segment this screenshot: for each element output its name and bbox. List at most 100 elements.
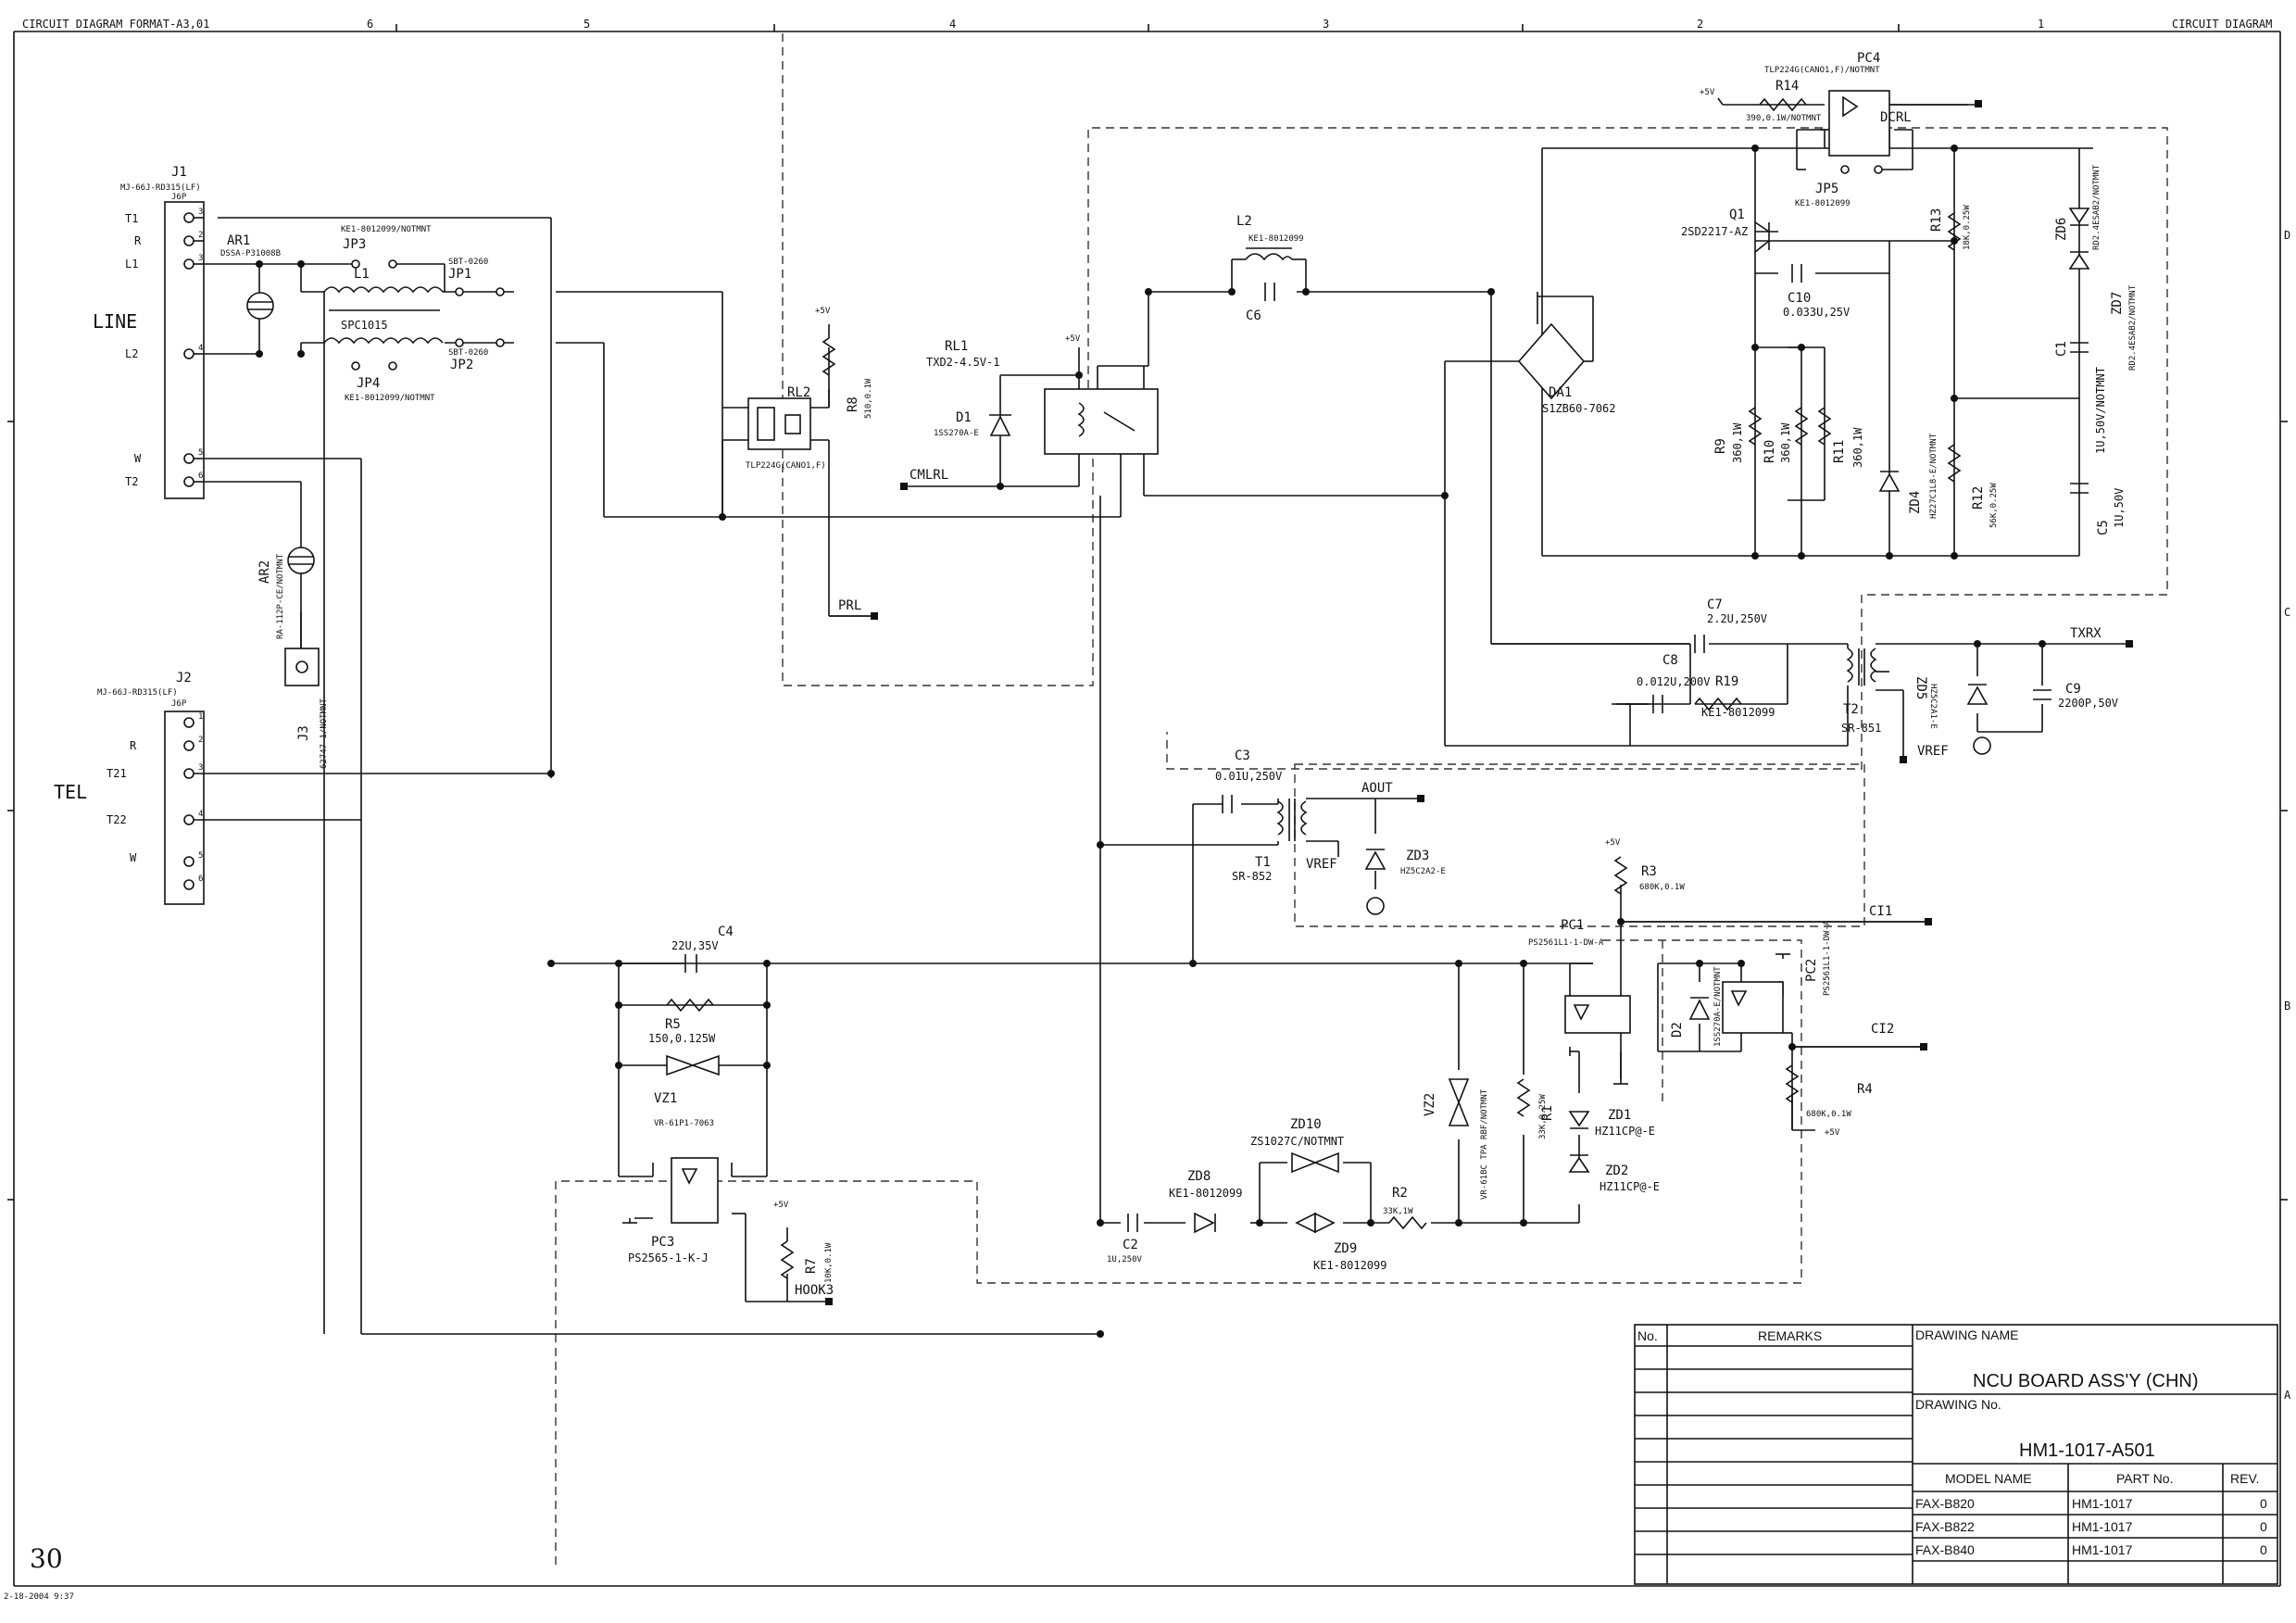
- jumper-jp5: JP5 KE1-8012099: [1795, 165, 1883, 208]
- svg-text:ZS1027C/NOTMNT: ZS1027C/NOTMNT: [1250, 1135, 1344, 1148]
- tb-rev-3: 0: [2260, 1542, 2267, 1557]
- svg-text:RA-112P-CE/NOTMNT: RA-112P-CE/NOTMNT: [276, 553, 285, 639]
- drawing-frame: CIRCUIT DIAGRAM FORMAT-A3,01 CIRCUIT DIA…: [7, 18, 2291, 1587]
- tb-model-1: FAX-B820: [1915, 1496, 1975, 1511]
- svg-text:ZD3: ZD3: [1406, 849, 1429, 863]
- svg-text:R10: R10: [1763, 440, 1777, 463]
- svg-text:PC1: PC1: [1561, 918, 1584, 933]
- photorelay-rl2: RL2 TLP224G(CANO1,F): [746, 385, 826, 471]
- svg-text:L1: L1: [354, 267, 370, 282]
- capacitor-c3: C3 0.01U,250V: [1215, 749, 1282, 813]
- arrester-ar2: AR2 RA-112P-CE/NOTMNT: [257, 547, 315, 639]
- zener-zd6: ZD6 RD2.4ESAB2/NOTMNT: [2054, 164, 2102, 250]
- header-left-title: CIRCUIT DIAGRAM FORMAT-A3,01: [22, 18, 209, 31]
- tb-part-2: HM1-1017: [2072, 1519, 2133, 1534]
- connector-j2: 123 456 J2 MJ-66J-RD315(LF) J6P TEL R T2…: [54, 671, 551, 905]
- svg-text:KE1-8012099/NOTMNT: KE1-8012099/NOTMNT: [341, 225, 432, 234]
- arrester-ar1: AR1 DSSA-P31008B: [220, 233, 281, 320]
- svg-text:JP4: JP4: [357, 376, 380, 391]
- svg-text:3: 3: [198, 763, 203, 773]
- j1-pins: J6P: [171, 193, 187, 202]
- svg-text:R19: R19: [1715, 674, 1738, 689]
- row-a: A: [2284, 1389, 2291, 1402]
- resistor-r9: R9 360,1W: [1713, 407, 1763, 463]
- svg-text:DSSA-P31008B: DSSA-P31008B: [220, 249, 281, 258]
- tb-drawing-name: NCU BOARD ASS'Y (CHN): [1973, 1371, 2199, 1391]
- svg-text:KE1-8012099: KE1-8012099: [1701, 706, 1775, 719]
- svg-text:JP5: JP5: [1815, 182, 1838, 196]
- svg-text:360,1W: 360,1W: [1779, 422, 1792, 463]
- resistor-r3: R3 680K,0.1W: [1613, 856, 1685, 895]
- svg-text:SBT-0260: SBT-0260: [448, 258, 488, 267]
- svg-text:VZ2: VZ2: [1423, 1093, 1437, 1116]
- j2-part: MJ-66J-RD315(LF): [97, 688, 178, 698]
- zener-zd2: ZD2 HZ11CP@-E: [1568, 1154, 1660, 1193]
- svg-text:ZD5: ZD5: [1913, 676, 1928, 699]
- capacitor-c1: C1 1U,50V/NOTMNT: [2054, 341, 2107, 454]
- svg-text:10K,0.1W: 10K,0.1W: [824, 1242, 834, 1283]
- svg-text:T2: T2: [1843, 702, 1859, 717]
- j2-label-t21: T21: [107, 767, 127, 780]
- resistor-r7: R7 10K,0.1W: [780, 1240, 834, 1283]
- resistor-r14: R14 390,0.1W/NOTMNT: [1746, 79, 1822, 123]
- row-b: B: [2284, 1000, 2290, 1013]
- connector-j1: 323 456 J1 MJ-66J-RD315(LF) J6P LINE T1 …: [93, 165, 205, 499]
- tb-part-3: HM1-1017: [2072, 1542, 2133, 1557]
- svg-text:6: 6: [198, 472, 203, 481]
- port-txrx: TXRX: [2070, 626, 2133, 648]
- svg-text:HZ11CP@-E: HZ11CP@-E: [1595, 1125, 1655, 1138]
- jumper-jp2: JP2 SBT-0260: [448, 338, 505, 372]
- svg-text:62747-1/NOTMNT: 62747-1/NOTMNT: [320, 698, 329, 769]
- svg-text:VR-61BC TPA RBF/NOTMNT: VR-61BC TPA RBF/NOTMNT: [1480, 1088, 1489, 1200]
- zener-zd1: ZD1 HZ11CP@-E: [1568, 1108, 1655, 1138]
- svg-text:C8: C8: [1662, 653, 1678, 668]
- svg-text:HZ27C1L8-E/NOTMNT: HZ27C1L8-E/NOTMNT: [1929, 433, 1938, 519]
- svg-text:Q1: Q1: [1729, 208, 1745, 222]
- tb-model-3: FAX-B840: [1915, 1542, 1975, 1557]
- capacitor-c6: C6: [1246, 283, 1275, 323]
- tb-no-header: No.: [1637, 1328, 1658, 1343]
- svg-text:R1: R1: [1540, 1105, 1555, 1121]
- capacitor-c2: C2 1U,250V: [1107, 1214, 1143, 1264]
- transformer-t1: T1 SR-852: [1232, 799, 1308, 883]
- j2-pins: J6P: [171, 699, 187, 709]
- plus5v-rl1: +5V: [1065, 334, 1081, 344]
- svg-text:HOOK3: HOOK3: [795, 1283, 834, 1298]
- svg-text:VREF: VREF: [1306, 857, 1337, 872]
- svg-text:1U,250V: 1U,250V: [1107, 1255, 1143, 1264]
- j1-label-w: W: [134, 452, 142, 465]
- plus5v-r8: +5V: [815, 307, 831, 316]
- plus5v-pc4: +5V: [1700, 88, 1715, 97]
- transistor-q1: Q1 2SD2217-AZ: [1681, 208, 1770, 253]
- zone-4: 4: [949, 18, 956, 31]
- resistor-r1: R1 33K,0.25W: [1516, 1078, 1555, 1139]
- svg-text:56K,0.25W: 56K,0.25W: [1989, 483, 1999, 528]
- svg-text:ZD7: ZD7: [2110, 292, 2125, 315]
- capacitor-c4: C4 22U,35V: [619, 925, 734, 973]
- svg-text:R2: R2: [1392, 1186, 1408, 1201]
- svg-text:680K,0.1W: 680K,0.1W: [1639, 883, 1685, 892]
- svg-text:ZD1: ZD1: [1608, 1108, 1631, 1123]
- zone-3: 3: [1323, 18, 1329, 31]
- svg-text:JP1: JP1: [448, 267, 471, 282]
- svg-text:KE1-8012099/NOTMNT: KE1-8012099/NOTMNT: [345, 394, 435, 403]
- resistor-r2: R2 33K,1W: [1383, 1186, 1427, 1230]
- svg-text:0.01U,250V: 0.01U,250V: [1215, 770, 1282, 783]
- j1-ref: J1: [171, 165, 187, 180]
- port-cmlrl: CMLRL: [900, 468, 948, 490]
- svg-text:2: 2: [198, 231, 203, 240]
- resistor-r12: R12 56K,0.25W: [1947, 444, 1999, 528]
- capacitor-c8: C8 0.012U,200V: [1637, 653, 1710, 713]
- svg-text:2SD2217-AZ: 2SD2217-AZ: [1681, 225, 1748, 238]
- svg-text:CI2: CI2: [1871, 1022, 1894, 1037]
- svg-text:PS2561L1-1-DW-A: PS2561L1-1-DW-A: [1528, 938, 1604, 948]
- svg-text:R4: R4: [1857, 1082, 1873, 1097]
- svg-text:C6: C6: [1246, 308, 1261, 323]
- port-ci2: CI2: [1792, 1022, 1927, 1051]
- capacitor-c10: C10 0.033U,25V: [1783, 264, 1850, 319]
- resistor-r10: R10 360,1W: [1763, 407, 1809, 463]
- tb-rev-2: 0: [2260, 1519, 2267, 1534]
- svg-text:ZD6: ZD6: [2054, 218, 2069, 241]
- svg-text:390,0.1W/NOTMNT: 390,0.1W/NOTMNT: [1746, 114, 1822, 123]
